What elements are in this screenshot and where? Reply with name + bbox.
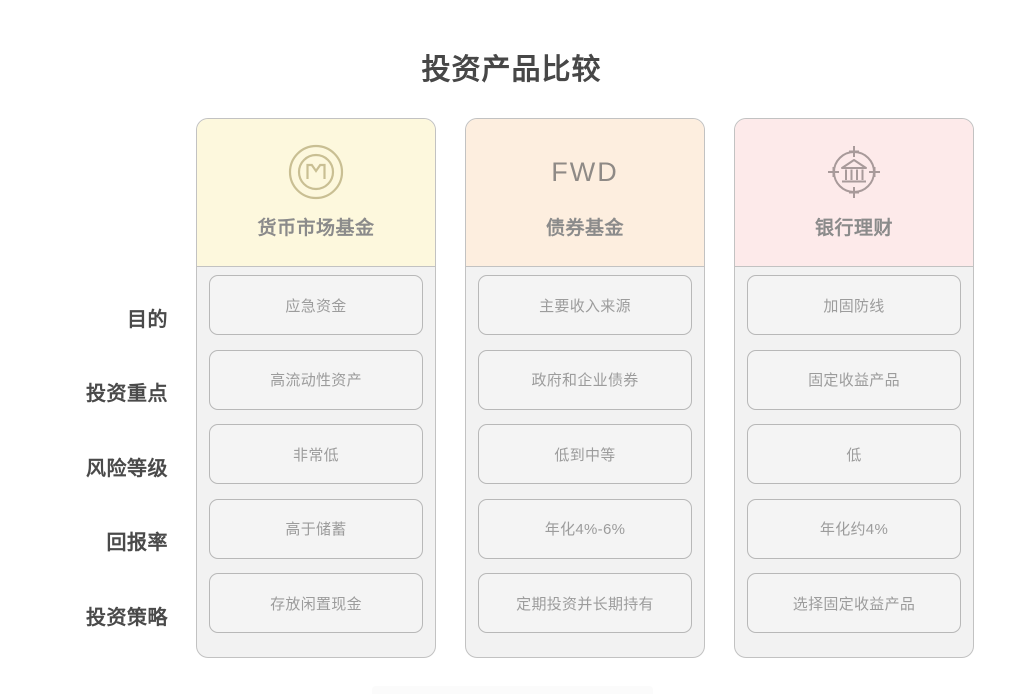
cell-return-rate[interactable]: 年化4%-6% xyxy=(478,498,692,559)
cell-investment-focus[interactable]: 固定收益产品 xyxy=(747,349,961,410)
column-body-bank-wealth-management: 加固防线 固定收益产品 低 年化约4% 选择固定收益产品 xyxy=(735,267,973,657)
coin-m-icon xyxy=(287,141,345,203)
column-body-money-market-fund: 应急资金 高流动性资产 非常低 高于储蓄 存放闲置现金 xyxy=(197,267,435,657)
column-body-bond-fund: 主要收入来源 政府和企业债券 低到中等 年化4%-6% 定期投资并长期持有 xyxy=(466,267,704,657)
column-header-bond-fund: FWD 债券基金 xyxy=(466,119,704,267)
column-header-bank-wealth-management: 银行理财 xyxy=(735,119,973,267)
row-label-investment-focus: 投资重点 xyxy=(86,383,168,406)
column-money-market-fund[interactable]: 货币市场基金 应急资金 高流动性资产 非常低 高于储蓄 存放闲置现金 xyxy=(196,118,436,658)
bank-target-icon xyxy=(824,141,884,203)
cell-risk-level[interactable]: 非常低 xyxy=(209,424,423,484)
row-label-risk-level: 风险等级 xyxy=(86,457,168,480)
fwd-text-icon: FWD xyxy=(551,141,618,203)
cell-risk-level[interactable]: 低 xyxy=(747,424,961,484)
column-title-bank-wealth-management: 银行理财 xyxy=(814,218,893,239)
cell-purpose[interactable]: 应急资金 xyxy=(209,275,423,335)
cell-purpose[interactable]: 主要收入来源 xyxy=(478,275,692,335)
comparison-columns: 货币市场基金 应急资金 高流动性资产 非常低 高于储蓄 存放闲置现金 FWD 债… xyxy=(196,118,976,658)
cell-investment-strategy[interactable]: 选择固定收益产品 xyxy=(747,573,961,633)
page-title: 投资产品比较 xyxy=(421,54,602,86)
cell-investment-focus[interactable]: 高流动性资产 xyxy=(209,349,423,410)
column-title-money-market-fund: 货币市场基金 xyxy=(257,218,375,239)
row-label-investment-strategy: 投资策略 xyxy=(86,606,168,629)
column-bank-wealth-management[interactable]: 银行理财 加固防线 固定收益产品 低 年化约4% 选择固定收益产品 xyxy=(734,118,974,658)
row-label-return-rate: 回报率 xyxy=(106,532,168,555)
cell-purpose[interactable]: 加固防线 xyxy=(747,275,961,335)
cell-investment-strategy[interactable]: 存放闲置现金 xyxy=(209,573,423,633)
cell-return-rate[interactable]: 年化约4% xyxy=(747,498,961,559)
cell-investment-strategy[interactable]: 定期投资并长期持有 xyxy=(478,573,692,633)
column-header-money-market-fund: 货币市场基金 xyxy=(197,119,435,267)
cell-return-rate[interactable]: 高于储蓄 xyxy=(209,498,423,559)
cell-investment-focus[interactable]: 政府和企业债券 xyxy=(478,349,692,410)
row-label-column: 目的 投资重点 风险等级 回报率 投资策略 xyxy=(0,280,186,653)
column-title-bond-fund: 债券基金 xyxy=(545,218,624,239)
column-bond-fund[interactable]: FWD 债券基金 主要收入来源 政府和企业债券 低到中等 年化4%-6% 定期投… xyxy=(465,118,705,658)
cell-risk-level[interactable]: 低到中等 xyxy=(478,424,692,484)
fwd-label: FWD xyxy=(551,156,619,187)
bottom-edge-strip xyxy=(372,686,653,694)
row-label-purpose: 目的 xyxy=(127,308,168,331)
